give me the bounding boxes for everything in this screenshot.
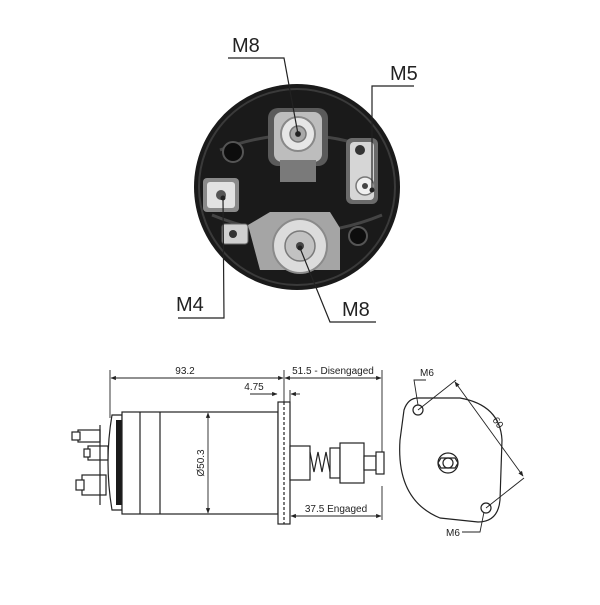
m4-terminal (203, 178, 249, 245)
end-cap-view: M8 M5 M4 M8 (176, 35, 418, 323)
dim-disengaged: 51.5 - Disengaged (292, 366, 374, 377)
label-hole-bottom: M6 (446, 528, 460, 539)
dim-overall-length: 93.2 (175, 366, 195, 377)
side-dimensions (109, 370, 383, 524)
flange-view (399, 397, 503, 523)
dim-diameter: Ø50.3 (196, 449, 207, 477)
m8-bottom-terminal (248, 212, 340, 274)
label-m8-bottom: M8 (342, 299, 370, 321)
m5-terminal (346, 138, 378, 204)
flange-dimensions (413, 379, 525, 533)
leader-lines (178, 57, 414, 323)
side-view (71, 401, 385, 525)
label-m4: M4 (176, 294, 204, 316)
label-m5: M5 (390, 63, 418, 85)
label-m8-top: M8 (232, 35, 260, 57)
dim-flange-thickness: 4.75 (244, 382, 264, 393)
dim-engaged: 37.5 Engaged (305, 504, 367, 515)
label-hole-top: M6 (420, 368, 434, 379)
